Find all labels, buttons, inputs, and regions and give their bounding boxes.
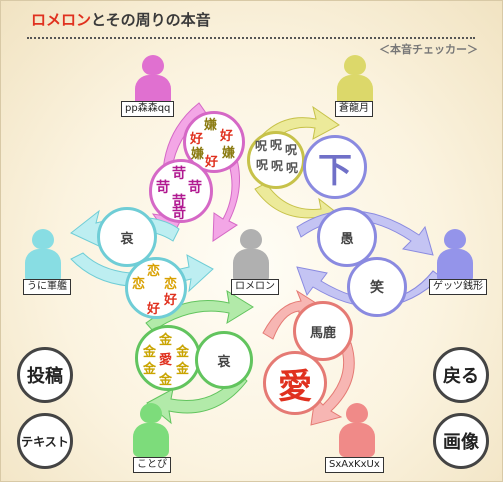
title-rest: とその周りの本音 (91, 11, 211, 29)
red-big-char: 愛 (278, 366, 312, 407)
pink-bottom-char-2: 苛 (156, 180, 170, 196)
green-char-2: 金 (143, 345, 157, 360)
pink-top-char-6: 嫌 (222, 146, 236, 161)
blue-feeling-circle-bottom[interactable]: 笑 (347, 257, 407, 317)
page-title: ロメロンとその周りの本音 (31, 9, 211, 30)
person-label-bottom-right[interactable]: SxAxKxUx (325, 457, 384, 473)
cyan-char-2: 恋 (132, 277, 146, 292)
person-label-top-left[interactable]: pp森森qq (121, 101, 175, 117)
green-char-3: 金 (176, 345, 190, 360)
cyan-feeling-circle-bottom[interactable] (125, 257, 187, 319)
red-feeling-circle-big[interactable]: 愛 (263, 351, 327, 415)
person-label-bottom-left[interactable]: ことぴ (133, 457, 171, 473)
person-label-center[interactable]: ロメロン (231, 279, 279, 295)
blue-top-char: 愚 (340, 231, 354, 247)
green-char-7: 金 (159, 373, 173, 388)
red-feeling-circle-top[interactable]: 馬鹿 (293, 301, 353, 361)
pink-top-char-2: 好 (190, 132, 204, 147)
green-char-1: 金 (159, 333, 173, 348)
red-top-char: 馬鹿 (309, 325, 336, 341)
pink-bottom-char-3: 苛 (188, 180, 202, 196)
pink-top-char-3: 好 (220, 129, 234, 144)
page-subtitle: ＜本音チェッカー＞ (379, 43, 478, 56)
yellow-char-4: 呪 (256, 158, 269, 172)
yellow-big-char: 下 (318, 150, 352, 191)
cyan-top-char: 哀 (120, 231, 134, 247)
yellow-char-3: 呪 (285, 143, 298, 157)
post-button-label: 投稿 (27, 366, 63, 387)
pink-top-char-4: 嫌 (191, 147, 205, 162)
green-char-6: 金 (176, 362, 190, 377)
pink-bottom-char-5: 苛 (172, 206, 186, 222)
green-char-5: 金 (143, 362, 157, 377)
image-button[interactable]: 画像 (433, 413, 489, 469)
text-button-label: テキスト (21, 434, 69, 449)
cyan-char-4: 好 (164, 293, 178, 308)
person-label-top-right[interactable]: 蒼龍月 (335, 101, 373, 117)
pink-feeling-circle-bottom[interactable] (149, 159, 213, 223)
back-button[interactable]: 戻る (433, 347, 489, 403)
green-right-char: 哀 (217, 354, 231, 370)
green-char-4: 愛 (159, 353, 173, 368)
cyan-feeling-circle-top[interactable]: 哀 (97, 207, 157, 267)
yellow-char-5: 呪 (271, 159, 284, 173)
pink-top-char-5: 好 (205, 155, 219, 170)
green-feeling-circle-right[interactable]: 哀 (195, 331, 253, 389)
post-button[interactable]: 投稿 (17, 347, 73, 403)
back-button-label: 戻る (443, 366, 479, 387)
blue-feeling-circle-top[interactable]: 愚 (317, 207, 377, 267)
person-label-right[interactable]: ゲッツ銭形 (429, 279, 487, 295)
yellow-feeling-circle-big[interactable]: 下 (303, 135, 367, 199)
text-button[interactable]: テキスト (17, 413, 73, 469)
yellow-char-6: 呪 (286, 161, 299, 175)
cyan-char-3: 恋 (164, 277, 178, 292)
image-button-label: 画像 (443, 432, 479, 453)
pink-bottom-char-4: 苛 (172, 194, 186, 210)
cyan-char-1: 恋 (147, 264, 161, 279)
blue-bottom-char: 笑 (370, 280, 384, 296)
title-name: ロメロン (31, 11, 92, 29)
cyan-char-5: 好 (147, 302, 161, 317)
pink-top-char-1: 嫌 (204, 118, 218, 133)
yellow-char-1: 呪 (255, 139, 268, 153)
pink-bottom-char-1: 苛 (172, 166, 186, 182)
yellow-char-2: 呪 (270, 138, 283, 152)
person-label-left[interactable]: うに軍艦 (23, 279, 71, 295)
title-divider (27, 37, 475, 39)
